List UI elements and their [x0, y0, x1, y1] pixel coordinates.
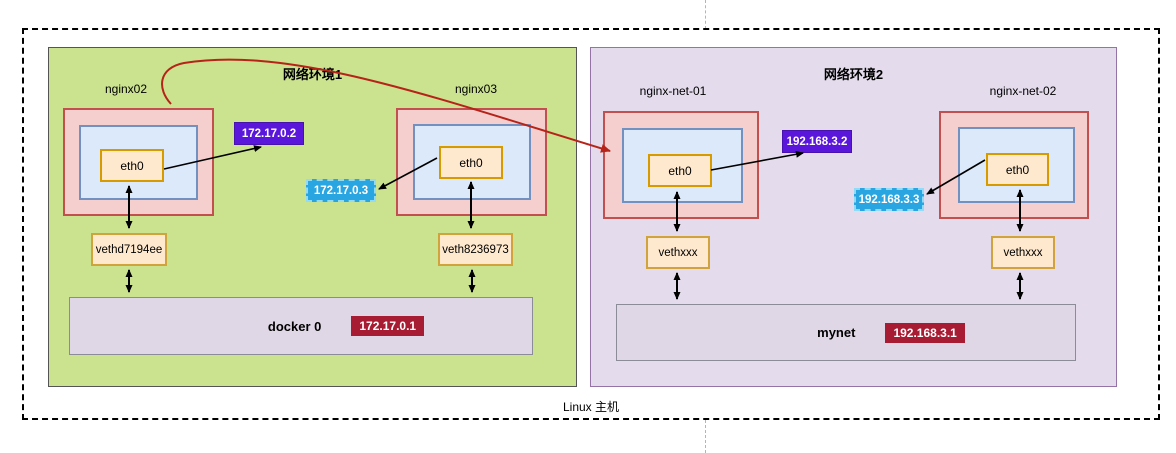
nginx-net-02-netns-box: eth0 [958, 127, 1075, 203]
nginx03-veth-box: veth8236973 [438, 233, 513, 266]
nginx-net-01-veth-box: vethxxx [646, 236, 710, 269]
network-env2-box: 网络环境2 nginx-net-01 eth0 192.168.3.2 ngin… [590, 47, 1117, 387]
nginx03-netns-box: eth0 [413, 124, 531, 200]
nginx02-veth-box: vethd7194ee [91, 233, 167, 266]
nginx-net-01-label: nginx-net-01 [639, 84, 707, 98]
linux-host-label: Linux 主机 [562, 400, 620, 414]
env1-title: 网络环境1 [282, 67, 343, 82]
page-break-marker-top [705, 0, 706, 29]
nginx-net-01-netns-box: eth0 [622, 128, 743, 203]
nginx03-container-box: eth0 [396, 108, 547, 216]
network-env1-box: 网络环境1 nginx02 eth0 172.17.0.2 nginx03 et… [48, 47, 577, 387]
nginx-net-02-label: nginx-net-02 [989, 84, 1057, 98]
nginx-net-01-ip-label: 192.168.3.2 [782, 130, 852, 153]
nginx02-netns-box: eth0 [79, 125, 198, 200]
nginx-net-02-veth-box: vethxxx [991, 236, 1055, 269]
nginx-net-02-ip-label: 192.168.3.3 [854, 188, 924, 211]
nginx02-eth0-box: eth0 [100, 149, 164, 182]
docker0-ip-label: 172.17.0.1 [351, 316, 425, 336]
docker0-bridge-content: docker 0 172.17.0.1 [70, 298, 532, 354]
nginx-net-01-eth0-box: eth0 [648, 154, 712, 187]
nginx02-label: nginx02 [104, 82, 148, 96]
docker0-bridge-name: docker 0 [267, 318, 322, 334]
env2-title: 网络环境2 [823, 67, 884, 82]
page-break-marker-bottom [705, 420, 706, 453]
docker0-bridge-bar: docker 0 172.17.0.1 [69, 297, 533, 355]
nginx-net-02-container-box: eth0 [939, 111, 1089, 219]
mynet-ip-label: 192.168.3.1 [885, 322, 965, 343]
mynet-bridge-content: mynet 192.168.3.1 [617, 305, 1075, 360]
mynet-bridge-name: mynet [817, 325, 856, 340]
nginx02-container-box: eth0 [63, 108, 214, 216]
nginx02-ip-label: 172.17.0.2 [234, 122, 304, 145]
nginx-net-02-eth0-box: eth0 [986, 153, 1049, 186]
nginx-net-01-container-box: eth0 [603, 111, 759, 219]
mynet-bridge-bar: mynet 192.168.3.1 [616, 304, 1076, 361]
nginx03-eth0-box: eth0 [439, 146, 503, 179]
nginx03-label: nginx03 [454, 82, 498, 96]
nginx03-ip-label: 172.17.0.3 [306, 179, 376, 202]
